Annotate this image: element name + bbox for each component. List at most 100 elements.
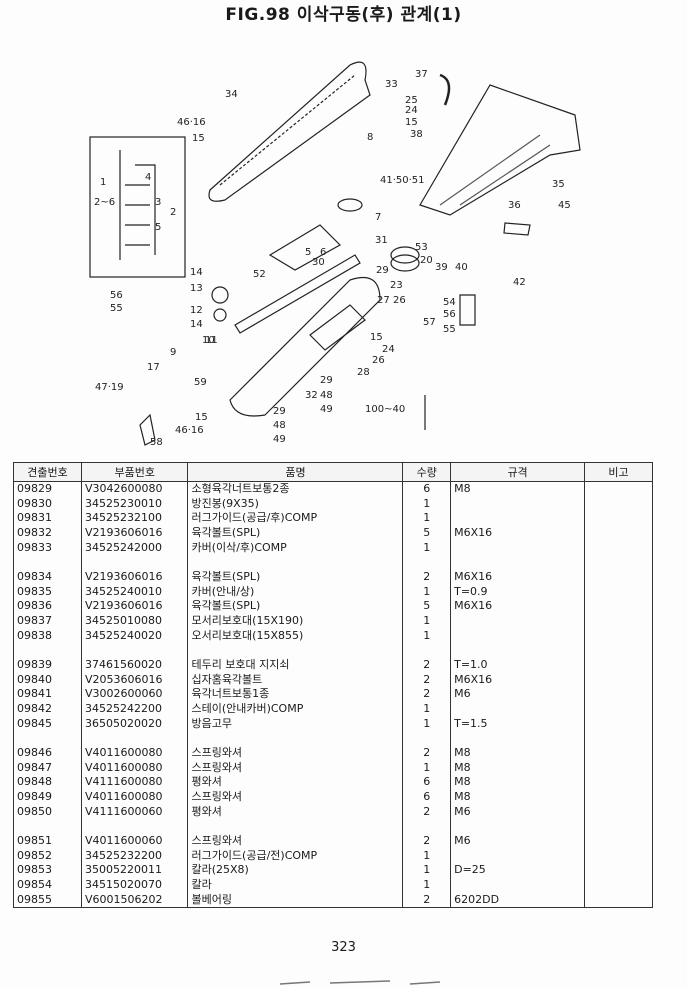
cell-part-name: 스프링와셔 xyxy=(187,745,404,761)
cell-spec xyxy=(450,642,585,658)
svg-text:24: 24 xyxy=(405,105,418,116)
cell-part-name: 십자홈육각볼트 xyxy=(187,672,404,688)
cell-ref-number: 09829 xyxy=(13,481,82,497)
col-header-remarks: 비고 xyxy=(584,462,653,482)
svg-text:5: 5 xyxy=(305,247,311,258)
right-cover xyxy=(419,84,581,216)
svg-text:4: 4 xyxy=(145,172,151,183)
svg-text:59: 59 xyxy=(194,377,207,388)
cell-remarks xyxy=(584,877,653,893)
cell-remarks xyxy=(584,628,653,643)
cell-quantity: 6 xyxy=(402,775,452,790)
cell-ref-number: 09842 xyxy=(13,701,82,717)
cell-quantity: 2 xyxy=(402,672,452,688)
cell-quantity: 1 xyxy=(402,760,452,776)
guide-rail xyxy=(234,254,361,334)
cell-part-number: V4011600060 xyxy=(80,833,189,849)
inset-box xyxy=(89,136,186,278)
cell-ref-number: 09835 xyxy=(13,584,82,600)
cell-remarks xyxy=(584,569,653,585)
sprocket xyxy=(337,198,363,212)
cell-quantity: 1 xyxy=(402,496,452,512)
svg-text:8: 8 xyxy=(367,132,373,143)
cell-part-name xyxy=(187,818,404,834)
svg-text:29: 29 xyxy=(320,375,333,386)
cell-ref-number: 09848 xyxy=(13,775,82,790)
cell-quantity: 1 xyxy=(402,701,452,717)
cell-remarks xyxy=(584,818,653,834)
svg-text:48: 48 xyxy=(273,420,286,431)
scan-artifact-mark xyxy=(279,980,441,985)
cell-part-name: 육각볼트(SPL) xyxy=(187,525,404,541)
cell-part-name: 스테이(안내카버)COMP xyxy=(187,701,404,717)
cell-part-name xyxy=(187,554,404,570)
svg-text:6: 6 xyxy=(320,247,326,258)
cell-part-number: V3042600080 xyxy=(80,481,189,497)
svg-text:15: 15 xyxy=(195,412,208,423)
cell-spec: M8 xyxy=(450,775,585,790)
svg-text:26: 26 xyxy=(393,295,406,306)
svg-text:25: 25 xyxy=(405,95,418,106)
svg-text:14: 14 xyxy=(190,267,203,278)
cell-part-number xyxy=(80,554,189,570)
cell-part-name: 오서리보호대(15X855) xyxy=(187,628,404,643)
cell-spec xyxy=(450,848,585,864)
svg-text:11: 11 xyxy=(205,335,218,346)
svg-text:33: 33 xyxy=(385,79,398,90)
svg-text:30: 30 xyxy=(312,257,325,268)
svg-text:48: 48 xyxy=(320,390,333,401)
svg-text:35: 35 xyxy=(552,179,565,190)
svg-text:49: 49 xyxy=(273,434,286,445)
svg-text:9: 9 xyxy=(170,347,176,358)
cell-ref-number: 09840 xyxy=(13,672,82,688)
cell-quantity: 5 xyxy=(402,599,452,614)
cell-remarks xyxy=(584,775,653,790)
cell-ref-number: 09846 xyxy=(13,745,82,761)
cell-part-number: 34525242200 xyxy=(80,701,189,717)
cell-spec: M6X16 xyxy=(450,672,585,688)
cell-part-name: 러그가이드(공급/전)COMP xyxy=(187,848,404,864)
cell-remarks xyxy=(584,789,653,805)
cell-remarks xyxy=(584,701,653,717)
cell-ref-number xyxy=(13,554,82,570)
cell-part-name: 평와셔 xyxy=(187,804,404,819)
callout-labels: 33 34 37 25 24 15 38 46·16 15 8 1 2~6 2 … xyxy=(94,69,571,448)
cell-part-number: V4011600080 xyxy=(80,745,189,761)
cell-quantity: 2 xyxy=(402,657,452,673)
svg-text:54: 54 xyxy=(443,297,456,308)
svg-text:15: 15 xyxy=(192,133,205,144)
cell-quantity xyxy=(402,818,452,834)
cell-remarks xyxy=(584,525,653,541)
cell-part-number xyxy=(80,730,189,746)
svg-text:57: 57 xyxy=(423,317,436,328)
cell-remarks xyxy=(584,672,653,688)
cell-ref-number: 09850 xyxy=(13,804,82,819)
cell-part-name: 러그가이드(공급/후)COMP xyxy=(187,511,404,526)
cell-part-name: 육각볼트(SPL) xyxy=(187,569,404,585)
cell-quantity: 1 xyxy=(402,848,452,864)
col-header-part-number: 부품번호 xyxy=(80,462,189,482)
cell-part-name: 테두리 보호대 지지쇠 xyxy=(187,657,404,673)
svg-text:29: 29 xyxy=(273,406,286,417)
lower-chain-case xyxy=(229,276,381,417)
cell-spec: D=25 xyxy=(450,863,585,878)
cell-ref-number: 09837 xyxy=(13,613,82,629)
svg-text:56: 56 xyxy=(443,309,456,320)
cell-spec: M6X16 xyxy=(450,569,585,585)
cell-ref-number: 09832 xyxy=(13,525,82,541)
cell-remarks xyxy=(584,613,653,629)
